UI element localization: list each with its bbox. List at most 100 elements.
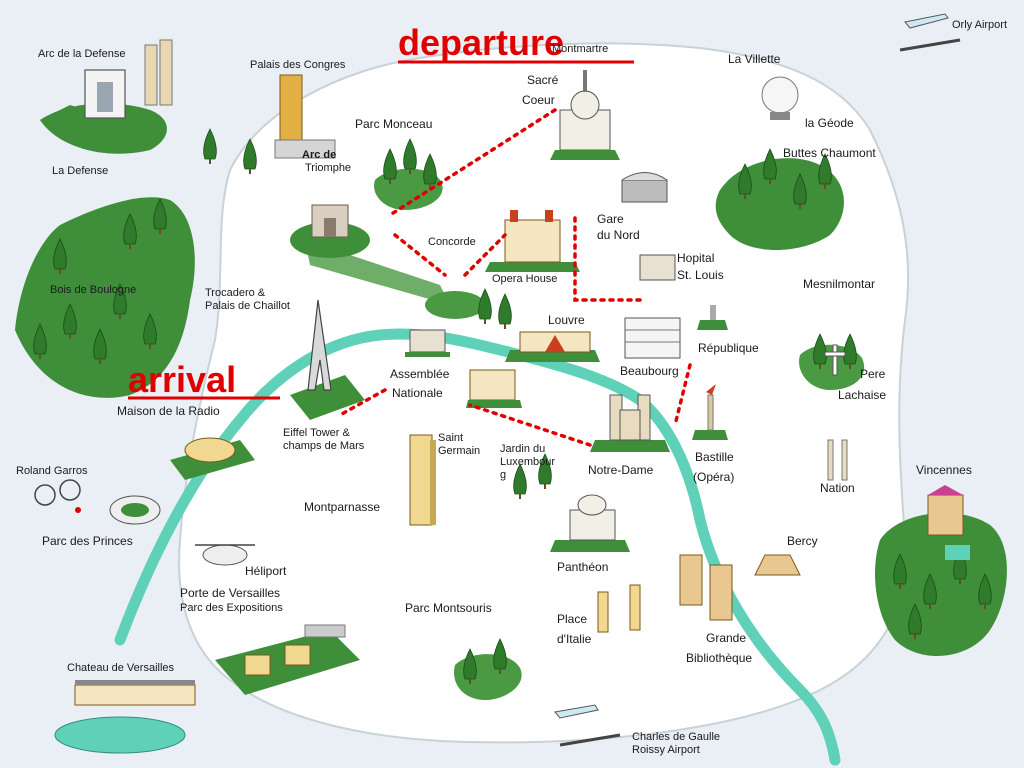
label-vincennes: Vincennes [916,463,972,477]
roland-garros-icon [34,479,81,513]
pantheon-icon [550,494,630,552]
gare-du-nord-icon [621,172,668,203]
label-assemblee-1: Assemblée [390,367,450,381]
label-place-1: Place [557,612,587,626]
landmark-icons [34,13,970,747]
assemblee-nationale-icon [405,329,450,357]
label-jardin-1: Jardin du [500,443,545,455]
route-monceau-to-concorde [393,233,447,277]
parc-des-princes-icon [109,495,161,525]
label-hopital-1: Hopital [677,251,714,265]
label-arc-defense: Arc de la Defense [38,48,125,60]
label-la-defense: La Defense [52,165,108,177]
label-cdg-1: Charles de Gaulle [632,731,720,743]
route-notre-dame-to-assemblee [468,403,592,447]
heliport-icon [195,544,255,566]
vincennes-park [875,513,1007,657]
label-lavillette: La Villette [728,52,781,66]
label-republique: République [698,341,759,355]
label-eiffel-1: Eiffel Tower & [283,427,351,439]
label-bastille-2: (Opéra) [693,470,734,484]
label-bois-boulogne: Bois de Boulogne [50,284,136,296]
label-louvre: Louvre [548,313,585,327]
label-jardin-3: g [500,469,506,481]
arc-de-triomphe-icon [290,204,370,258]
label-place-2: d'Italie [557,632,592,646]
label-sacre-1: Sacré [527,73,559,87]
label-pantheon: Panthéon [557,560,608,574]
cdg-airplane-icon [554,704,621,747]
label-jardin-2: Luxembour [500,456,555,468]
label-gare-2: du Nord [597,228,640,242]
label-montmartre: Montmartre [552,43,608,55]
route-sacre-to-monceau [388,108,557,217]
arc-de-la-defense-icon [40,39,173,145]
label-grande-1: Grande [706,631,746,645]
label-eiffel-2: champs de Mars [283,440,365,452]
hopital-st-louis-icon [639,254,676,281]
label-concorde: Concorde [428,236,476,248]
bercy-icon [754,554,801,576]
label-notre-dame: Notre-Dame [588,463,654,477]
label-bercy: Bercy [787,534,818,548]
label-chateau: Chateau de Versailles [67,662,175,674]
label-gare-1: Gare [597,212,624,226]
notre-dame-icon [590,394,670,452]
label-roland: Roland Garros [16,465,88,477]
departure-label: departure [398,22,564,63]
nation-icon [827,439,848,481]
label-buttes: Buttes Chaumont [783,146,876,160]
label-cdg-2: Roissy Airport [632,744,700,756]
label-trocadero-2: Palais de Chaillot [205,300,290,312]
label-palais-congres: Palais des Congres [250,59,346,71]
route-assemblee-to-eiffel [338,388,387,417]
place-d-italie-icon [597,584,641,633]
maison-de-la-radio-icon [170,437,255,480]
eiffel-tower-icon [290,299,365,420]
pere-lachaise-cross-icon [824,344,846,376]
chateau-de-versailles-icon [74,680,196,706]
sacre-coeur-icon [550,70,620,160]
label-parc-princes: Parc des Princes [42,534,133,548]
label-montparnasse: Montparnasse [304,500,380,514]
republique-icon [697,305,728,330]
label-beaubourg: Beaubourg [620,364,679,378]
orly-airplane-icon [899,13,961,52]
label-parc-monceau: Parc Monceau [355,117,432,131]
route-opera-to-gare [573,216,647,302]
label-mesnil: Mesnilmontar [803,277,875,291]
arrival-label: arrival [128,359,236,400]
label-opera: Opera House [492,273,557,285]
saint-germain-icon [466,369,522,408]
palais-des-congres-icon [274,74,336,159]
label-orly: Orly Airport [952,19,1007,31]
opera-house-icon [485,210,580,272]
label-arc-triomphe-2: Triomphe [305,162,351,174]
label-lageode: la Géode [805,116,854,130]
vincennes-castle-icon [927,485,970,560]
label-grande-2: Bibliothèque [686,651,752,665]
montparnasse-tower-icon [409,434,436,526]
label-porte-2: Parc des Expositions [180,602,283,614]
concorde-green [425,291,485,319]
label-nation: Nation [820,481,855,495]
label-maison-radio: Maison de la Radio [117,404,220,418]
bastille-icon [692,384,728,440]
label-parc-montsouris: Parc Montsouris [405,601,492,615]
label-bastille-1: Bastille [695,450,734,464]
porte-de-versailles-icon [215,624,360,695]
grande-bibliotheque-icon [679,554,733,621]
label-assemblee-2: Nationale [392,386,443,400]
label-saint-2: Germain [438,445,480,457]
seine-river [114,328,841,766]
label-pere-1: Pere [860,367,886,381]
label-pere-2: Lachaise [838,388,886,402]
label-hopital-2: St. Louis [677,268,724,282]
louvre-icon [505,331,600,362]
tour-route [338,108,692,447]
versailles-pond [54,716,186,754]
label-porte-1: Porte de Versailles [180,586,280,600]
label-arc-triomphe-1: Arc de [302,149,336,161]
label-sacre-2: Coeur [522,93,555,107]
